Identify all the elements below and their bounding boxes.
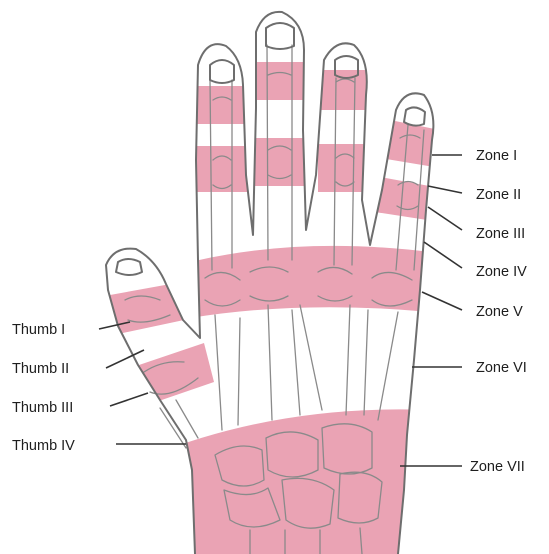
label-zone-7: Zone VII — [470, 459, 525, 475]
index-nail — [210, 60, 234, 83]
label-thumb-2: Thumb II — [12, 361, 69, 377]
leader-thumb-3 — [110, 393, 148, 406]
leader-zone-4 — [424, 242, 462, 268]
label-thumb-4: Thumb IV — [12, 438, 75, 454]
leader-zone-2 — [428, 186, 462, 193]
little-nail — [404, 107, 425, 125]
zone-labels: Zone I Zone II Zone III Zone IV Zone V Z… — [470, 148, 527, 475]
leader-zone-3 — [428, 207, 462, 230]
band-middle-zone-2 — [250, 62, 310, 100]
band-little-zone-3 — [375, 176, 440, 222]
label-thumb-3: Thumb III — [12, 400, 73, 416]
thumb-labels: Thumb I Thumb II Thumb III Thumb IV — [12, 322, 75, 454]
label-zone-6: Zone VI — [476, 360, 527, 376]
middle-nail — [266, 23, 294, 49]
band-index-zone-3 — [190, 146, 252, 192]
thumb-nail — [116, 259, 142, 275]
label-zone-4: Zone IV — [476, 264, 527, 280]
band-ring-zone-2 — [318, 70, 372, 110]
label-thumb-1: Thumb I — [12, 322, 65, 338]
label-zone-5: Zone V — [476, 304, 523, 320]
leader-zone-5 — [422, 292, 462, 310]
label-zone-2: Zone II — [476, 187, 521, 203]
label-zone-3: Zone III — [476, 226, 525, 242]
band-thumb-1-2 — [110, 283, 184, 334]
band-thumb-3 — [136, 343, 214, 404]
label-zone-1: Zone I — [476, 148, 517, 164]
band-zone-5 — [190, 246, 430, 318]
